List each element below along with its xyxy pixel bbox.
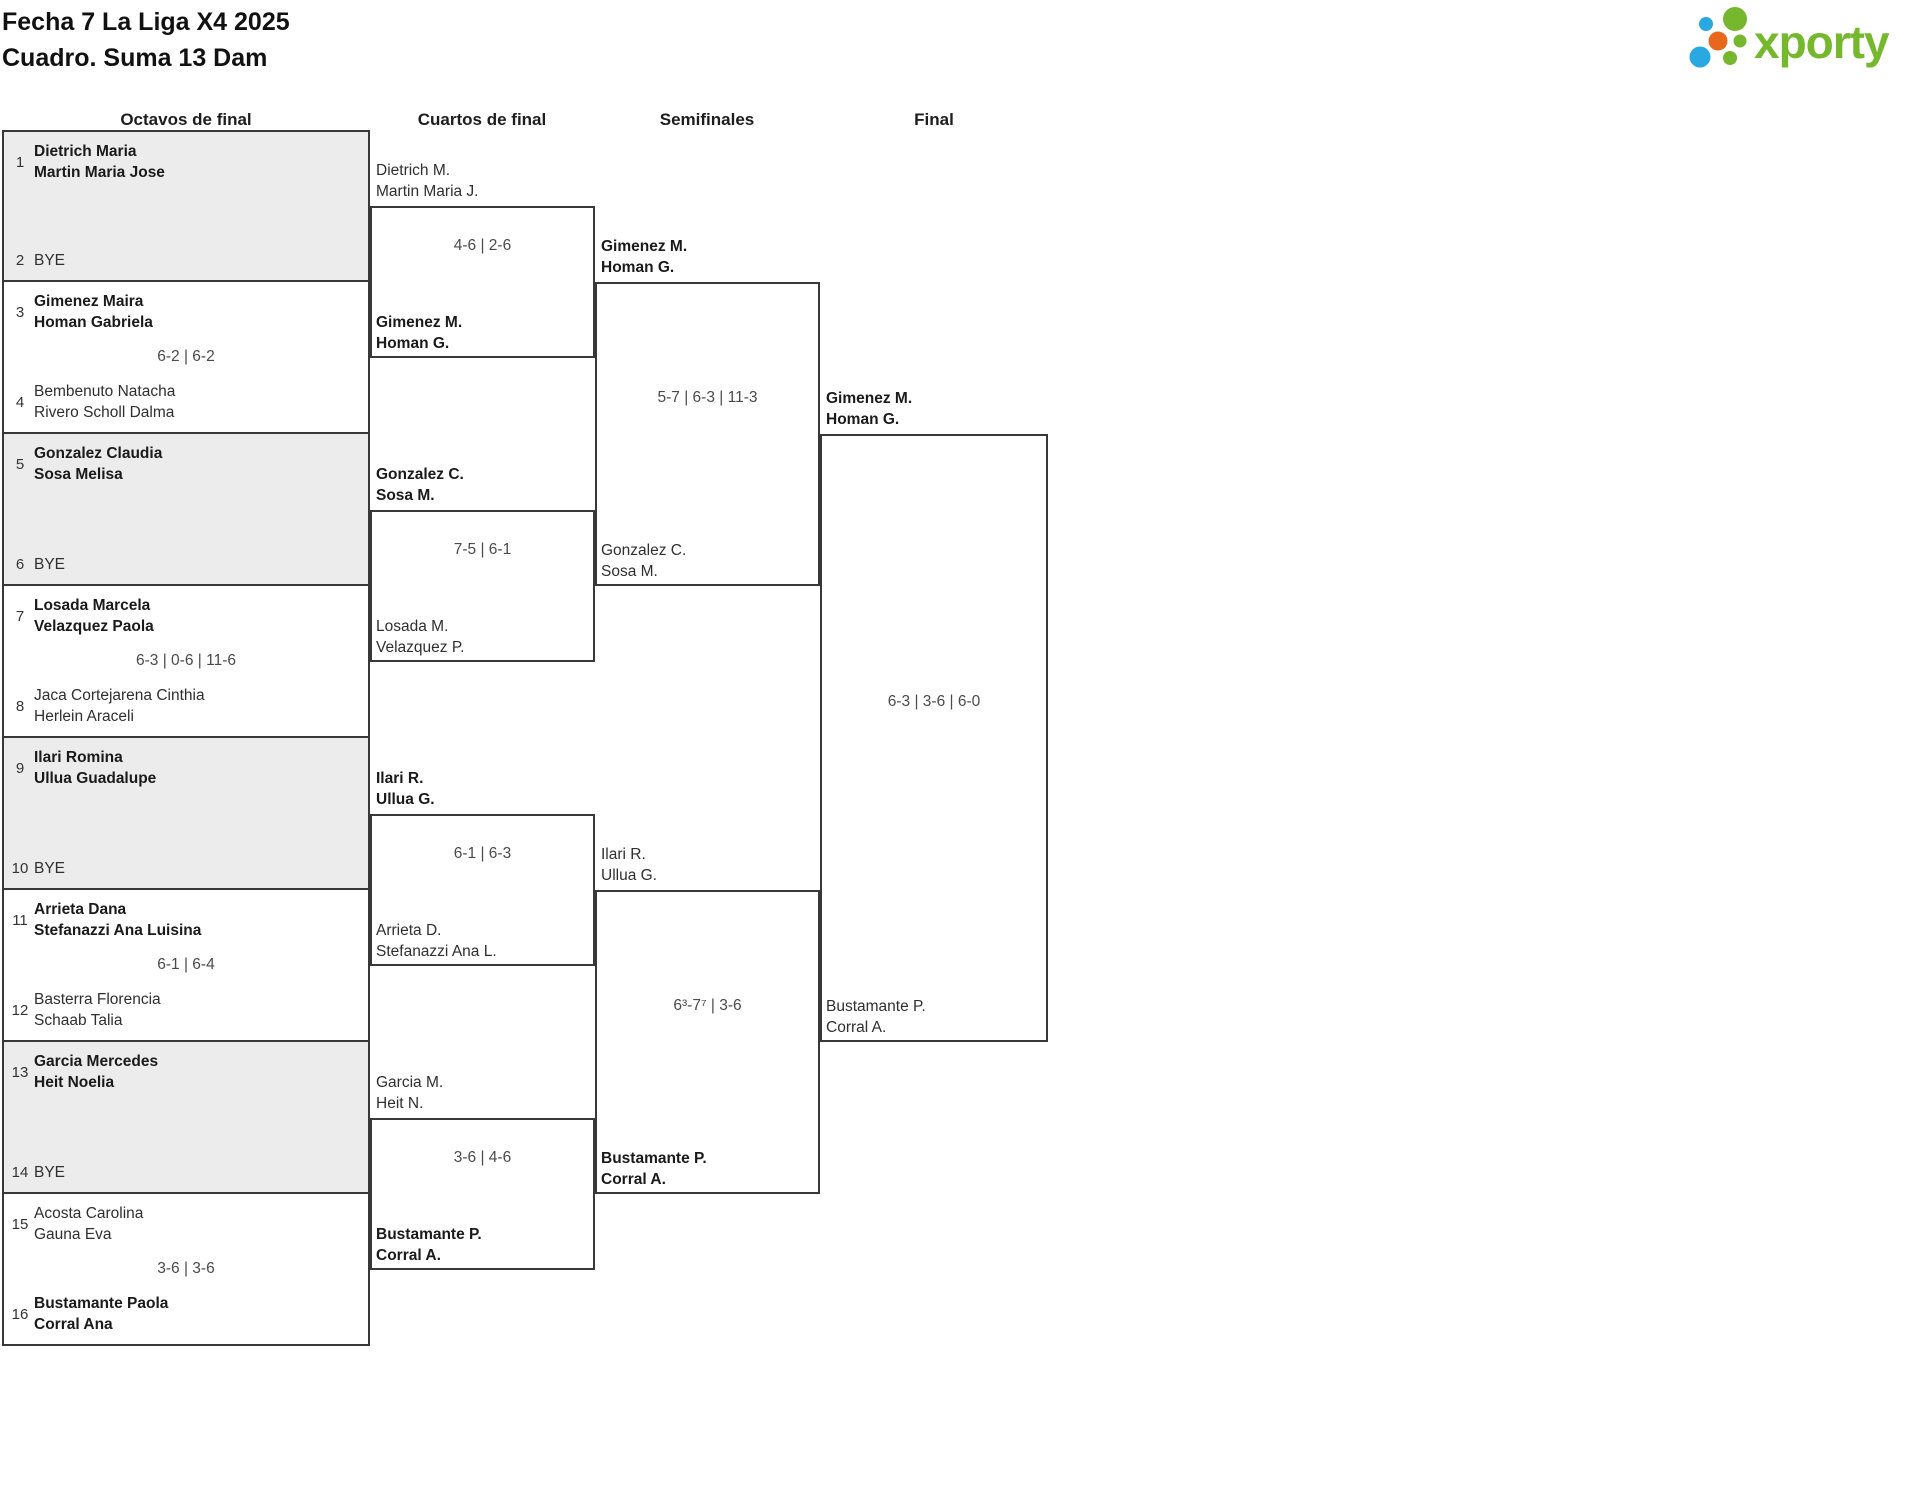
match-box-qf-3 [370,814,595,966]
advancing-team-label: Gimenez M.Homan G. [826,390,913,428]
team-slot: 14 BYE [8,1162,360,1183]
seed-number: 12 [11,1001,29,1019]
advancing-team-label: Losada M.Velazquez P. [376,618,465,656]
xporty-logo-icon: xporty [1689,7,1891,68]
seed-number: 2 [15,252,25,269]
xporty-logo-text: xporty [1754,16,1890,68]
seed-number: 6 [15,556,25,573]
seed-number: 1 [15,153,25,171]
advancing-team-label: Ilari R.Ullua G. [376,770,435,808]
page-title-line1: Fecha 7 La Liga X4 2025 [2,8,290,36]
seed-number: 8 [15,697,25,715]
page-title-line2: Cuadro. Suma 13 Dam [2,44,268,72]
column-header-cuartos: Cuartos de final [417,110,547,129]
column-header-octavos: Octavos de final [120,110,252,129]
team-name: BYE [34,1164,66,1181]
advancing-team-label: Gimenez M.Homan G. [376,314,463,352]
advancing-team-label: Bustamante P.Corral A. [601,1150,707,1188]
match-score: 7-5 | 6-1 [453,541,512,558]
match-score: 4-6 | 2-6 [453,237,512,254]
advancing-team-label: Gimenez M.Homan G. [601,238,688,276]
match-score: 3-6 | 3-6 [157,1260,215,1277]
column-header-semifinales: Semifinales [659,110,755,129]
match-box-final [820,434,1048,1042]
match-score: 6-3 | 3-6 | 6-0 [887,693,981,710]
match-score: 6-1 | 6-3 [453,845,512,862]
seed-number: 16 [11,1305,29,1323]
team-slot: 2 BYE [8,250,360,271]
match-score: 6-1 | 6-4 [157,956,215,973]
match-box-sf-2 [595,890,820,1194]
team-slot: 6 BYE [8,554,360,575]
seed-number: 3 [15,303,25,321]
advancing-team-label: Garcia M.Heit N. [376,1074,444,1112]
xporty-logo: xporty [1678,2,1920,79]
page-title: Fecha 7 La Liga X4 2025 Cuadro. Suma 13 … [2,4,290,76]
advancing-team-label: Gonzalez C.Sosa M. [601,542,687,580]
match-box-sf-1 [595,282,820,586]
advancing-team-label: Bustamante P.Corral A. [826,998,926,1036]
advancing-team-label: Dietrich M.Martin Maria J. [376,162,479,200]
seed-number: 9 [15,759,25,777]
team-name: BYE [34,860,66,877]
advancing-team-label: Bustamante P.Corral A. [376,1226,482,1264]
seed-number: 13 [11,1063,29,1081]
advancing-team-label: Gonzalez C.Sosa M. [376,466,464,504]
team-slot: 10 BYE [8,858,360,879]
team-name: BYE [34,556,66,573]
match-score: 3-6 | 4-6 [453,1149,512,1166]
match-box-qf-1 [370,206,595,358]
match-score: 6³-7⁷ | 3-6 [673,997,742,1014]
column-header-final: Final [914,110,954,129]
advancing-team-label: Arrieta D.Stefanazzi Ana L. [376,922,497,960]
match-box-qf-2 [370,510,595,662]
match-score: 5-7 | 6-3 | 11-3 [657,389,758,406]
seed-number: 7 [15,607,25,625]
seed-number: 15 [11,1215,29,1233]
seed-number: 14 [11,1164,29,1181]
seed-number: 4 [15,393,25,411]
team-name: BYE [34,252,66,269]
match-score: 6-3 | 0-6 | 11-6 [136,652,236,669]
advancing-team-label: Ilari R.Ullua G. [601,846,657,884]
seed-number: 10 [11,860,29,877]
seed-number: 11 [12,911,28,929]
match-score: 6-2 | 6-2 [157,348,215,365]
seed-number: 5 [15,455,25,473]
match-box-qf-4 [370,1118,595,1270]
